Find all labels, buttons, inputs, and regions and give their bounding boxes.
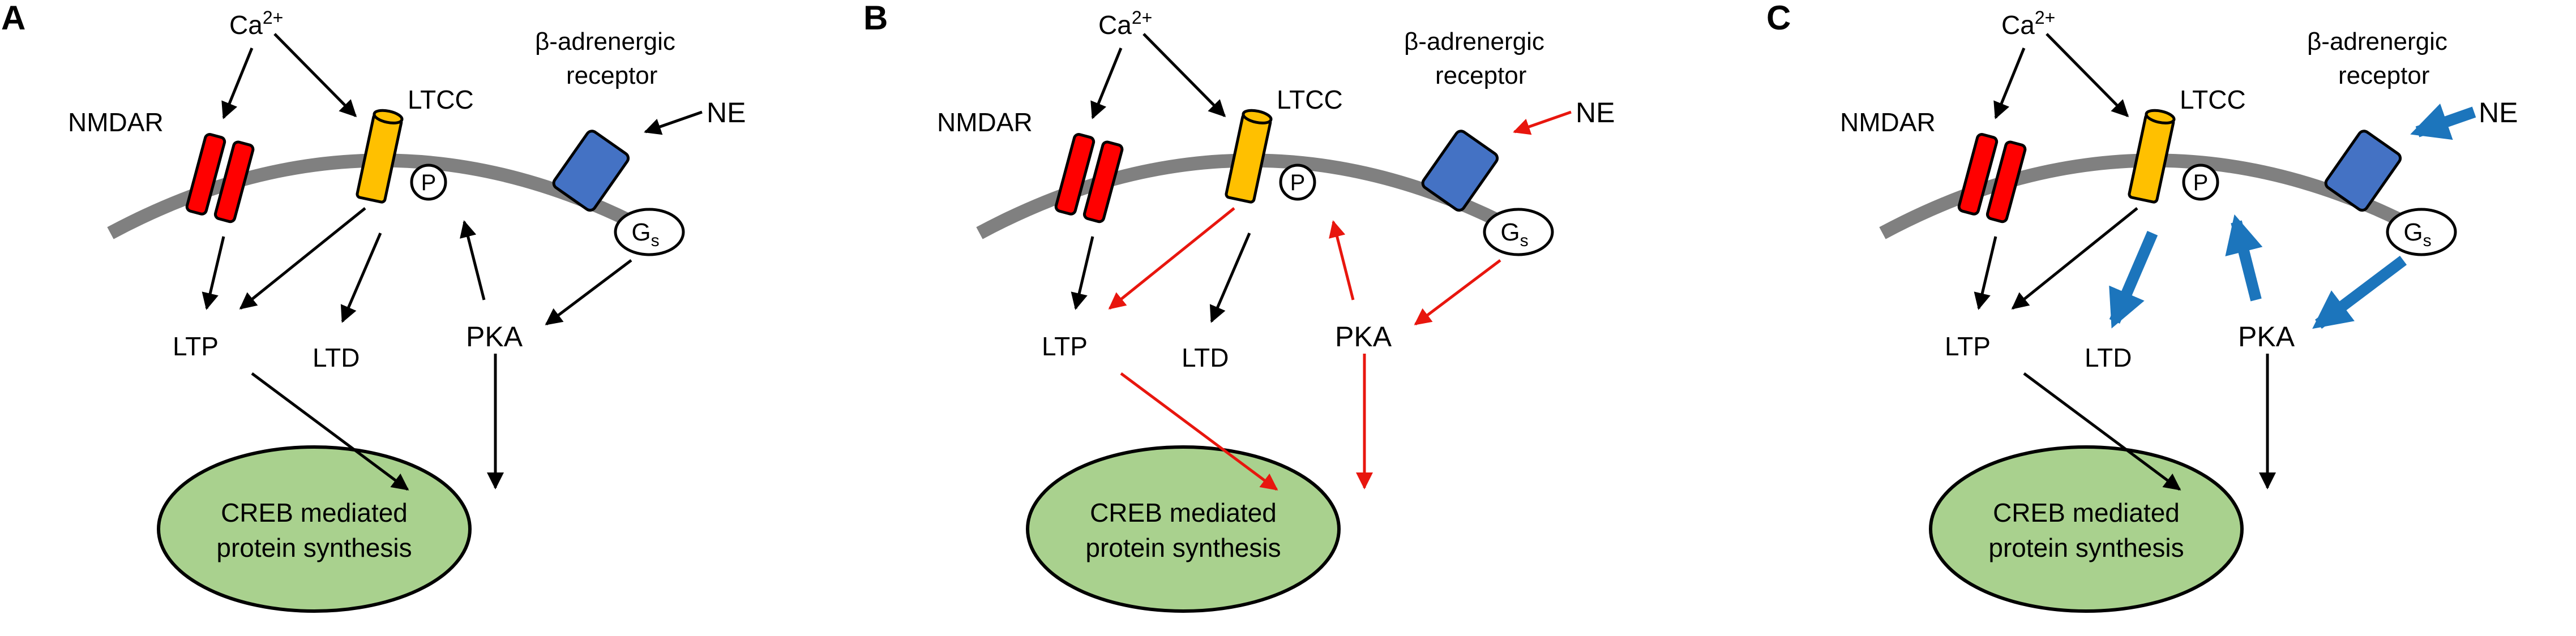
arrow-ltcc-ltp [2011,207,2138,310]
nmdar-label: NMDAR [68,108,164,137]
panel-letter: C [1766,0,1791,37]
creb-label-line2: protein synthesis [1085,533,1281,562]
arrow-ne-receptor [2410,103,2476,140]
ltp-label: LTP [1945,332,1991,361]
receptor-label-line1: β-adrenergic [2307,28,2447,55]
phosphorylation-label: P [2193,170,2209,195]
ltcc-label: LTCC [1277,85,1343,114]
beta-receptor-icon [2324,130,2402,212]
nmdar-label: NMDAR [937,108,1033,137]
creb-label-line2: protein synthesis [216,533,412,562]
pka-label: PKA [466,321,523,353]
ltcc-label: LTCC [408,85,474,114]
phosphorylation-label: P [1290,170,1306,195]
arrow-nmdar-ltp [202,236,225,310]
arrow-gs-pka [2312,256,2407,329]
ne-label: NE [2479,97,2518,128]
creb-label-line1: CREB mediated [1090,498,1277,527]
arrow-ca-nmdar [1993,48,2026,119]
pka-label: PKA [1335,321,1392,353]
ltcc-channel-icon [2128,109,2176,204]
arrow-pka-p [2225,214,2263,302]
ltp-label: LTP [173,332,219,361]
gs-protein-ellipse [1483,208,1554,256]
calcium-label: Ca2+ [2001,7,2055,40]
creb-label-line1: CREB mediated [1993,498,2180,527]
arrow-gs-pka [1414,259,1501,325]
gs-label: Gs [631,218,659,250]
creb-ellipse [1929,445,2244,613]
nmdar-label: NMDAR [1840,108,1936,137]
arrow-nmdar-ltp [1071,236,1094,310]
gs-label: Gs [2403,218,2431,250]
arrow-ne-receptor [1513,110,1572,135]
calcium-label: Ca2+ [1098,7,1152,40]
arrow-gs-pka [545,259,632,325]
arrow-ltcc-ltp [1108,207,1235,310]
arrow-pka-p [1329,220,1355,300]
nmdar-channel-icon [1957,133,2027,224]
receptor-label-line1: β-adrenergic [535,28,675,55]
ne-label: NE [1576,97,1615,128]
ltcc-channel-icon [1225,109,1273,204]
creb-label-line2: protein synthesis [1988,533,2184,562]
pka-label: PKA [2238,321,2295,353]
gs-protein-ellipse [2386,208,2457,256]
ltp-label: LTP [1042,332,1088,361]
arrow-ltcc-ltp [239,207,366,310]
arrow-ltcc-ltd [2109,231,2158,329]
panel-letter: A [1,0,25,37]
arrow-nmdar-ltp [1974,236,1997,310]
receptor-label-line1: β-adrenergic [1404,28,1544,55]
ltd-label: LTD [2085,343,2132,372]
ltd-label: LTD [313,343,360,372]
ltcc-label: LTCC [2180,85,2246,114]
ltcc-channel-icon [356,109,404,204]
gs-protein-ellipse [614,208,685,256]
phosphorylation-circle [410,164,447,201]
arrow-pka-p [460,220,486,300]
arrow-ca-nmdar [1090,48,1123,119]
ne-label: NE [707,97,746,128]
arrow-ltcc-ltd [1209,233,1251,323]
arrow-ltp-creb [2023,372,2181,491]
arrow-ltp-creb [251,372,409,491]
arrow-ca-nmdar [221,48,254,119]
phosphorylation-circle [2182,164,2219,201]
receptor-label-line2: receptor [566,62,657,89]
creb-ellipse [1026,445,1341,613]
nmdar-channel-icon [1054,133,1124,224]
phosphorylation-circle [1279,164,1316,201]
arrow-ca-ltcc [273,33,357,118]
receptor-label-line2: receptor [1435,62,1526,89]
panel-letter: B [863,0,888,37]
creb-ellipse [157,445,472,613]
arrow-ltp-creb [1120,372,1278,491]
arrow-ca-ltcc [2046,33,2129,118]
arrow-ne-receptor [644,110,703,135]
creb-label-line1: CREB mediated [221,498,408,527]
calcium-label: Ca2+ [229,7,283,40]
arrow-ca-ltcc [1142,33,1226,118]
beta-receptor-icon [1421,130,1499,212]
ltd-label: LTD [1182,343,1229,372]
beta-receptor-icon [552,130,630,212]
nmdar-channel-icon [185,133,255,224]
phosphorylation-label: P [421,170,437,195]
receptor-label-line2: receptor [2338,62,2429,89]
arrow-ltcc-ltd [340,233,382,323]
gs-label: Gs [1500,218,1528,250]
